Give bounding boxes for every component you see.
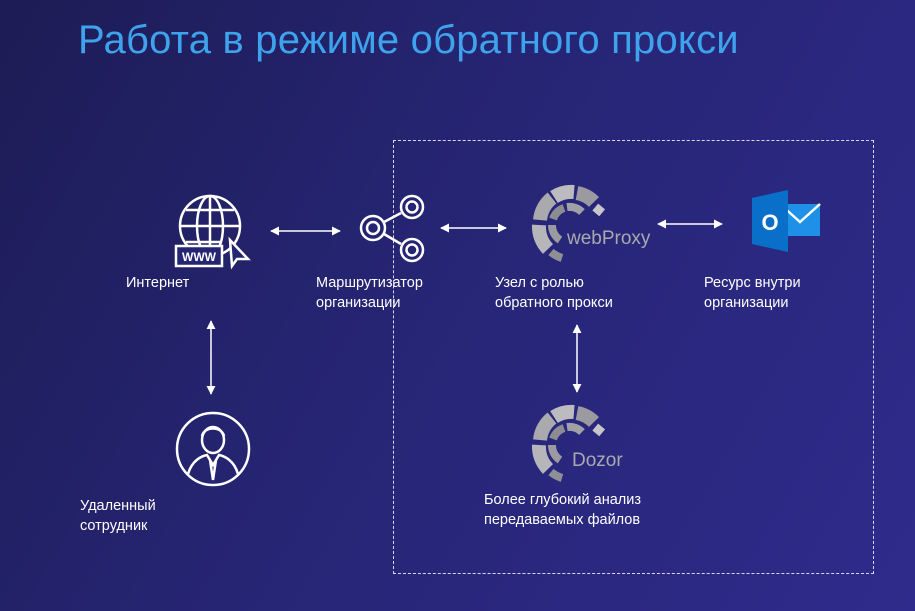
organization-boundary	[393, 140, 874, 574]
resource-label-line1: Ресурс внутри	[704, 275, 801, 291]
resource-label-line2: организации	[704, 295, 789, 311]
employee-label-line2: сотрудник	[80, 518, 148, 534]
svg-text:WWW: WWW	[182, 250, 217, 264]
page-title: Работа в режиме обратного прокси	[78, 18, 739, 62]
resource-label: Ресурс внутри организации	[704, 273, 801, 313]
webproxy-label-line2: обратного прокси	[495, 295, 613, 311]
webproxy-logo-icon	[530, 185, 610, 265]
router-label-line2: организации	[316, 295, 401, 311]
dozor-logo-text: Dozor	[572, 450, 623, 471]
router-label-line1: Маршрутизатор	[316, 275, 423, 291]
webproxy-label: Узел с ролью обратного прокси	[495, 273, 613, 313]
employee-label: Удаленный сотрудник	[80, 496, 156, 536]
employee-label-line1: Удаленный	[80, 498, 156, 514]
webproxy-logo-text: webProxy	[567, 228, 651, 249]
dozor-label-line2: передаваемых файлов	[484, 512, 641, 528]
dozor-label: Более глубокий анализ передаваемых файло…	[484, 490, 641, 530]
router-label: Маршрутизатор организации	[316, 273, 423, 313]
webproxy-label-line1: Узел с ролью	[495, 275, 584, 291]
svg-text:O: O	[761, 210, 778, 235]
user-icon	[175, 411, 251, 487]
dozor-logo-icon	[530, 405, 610, 485]
share-nodes-icon	[359, 194, 425, 263]
globe-www-icon: WWW	[174, 194, 251, 270]
internet-label: Интернет	[126, 275, 190, 291]
dozor-label-line1: Более глубокий анализ	[484, 492, 642, 508]
outlook-icon: O	[752, 190, 821, 252]
